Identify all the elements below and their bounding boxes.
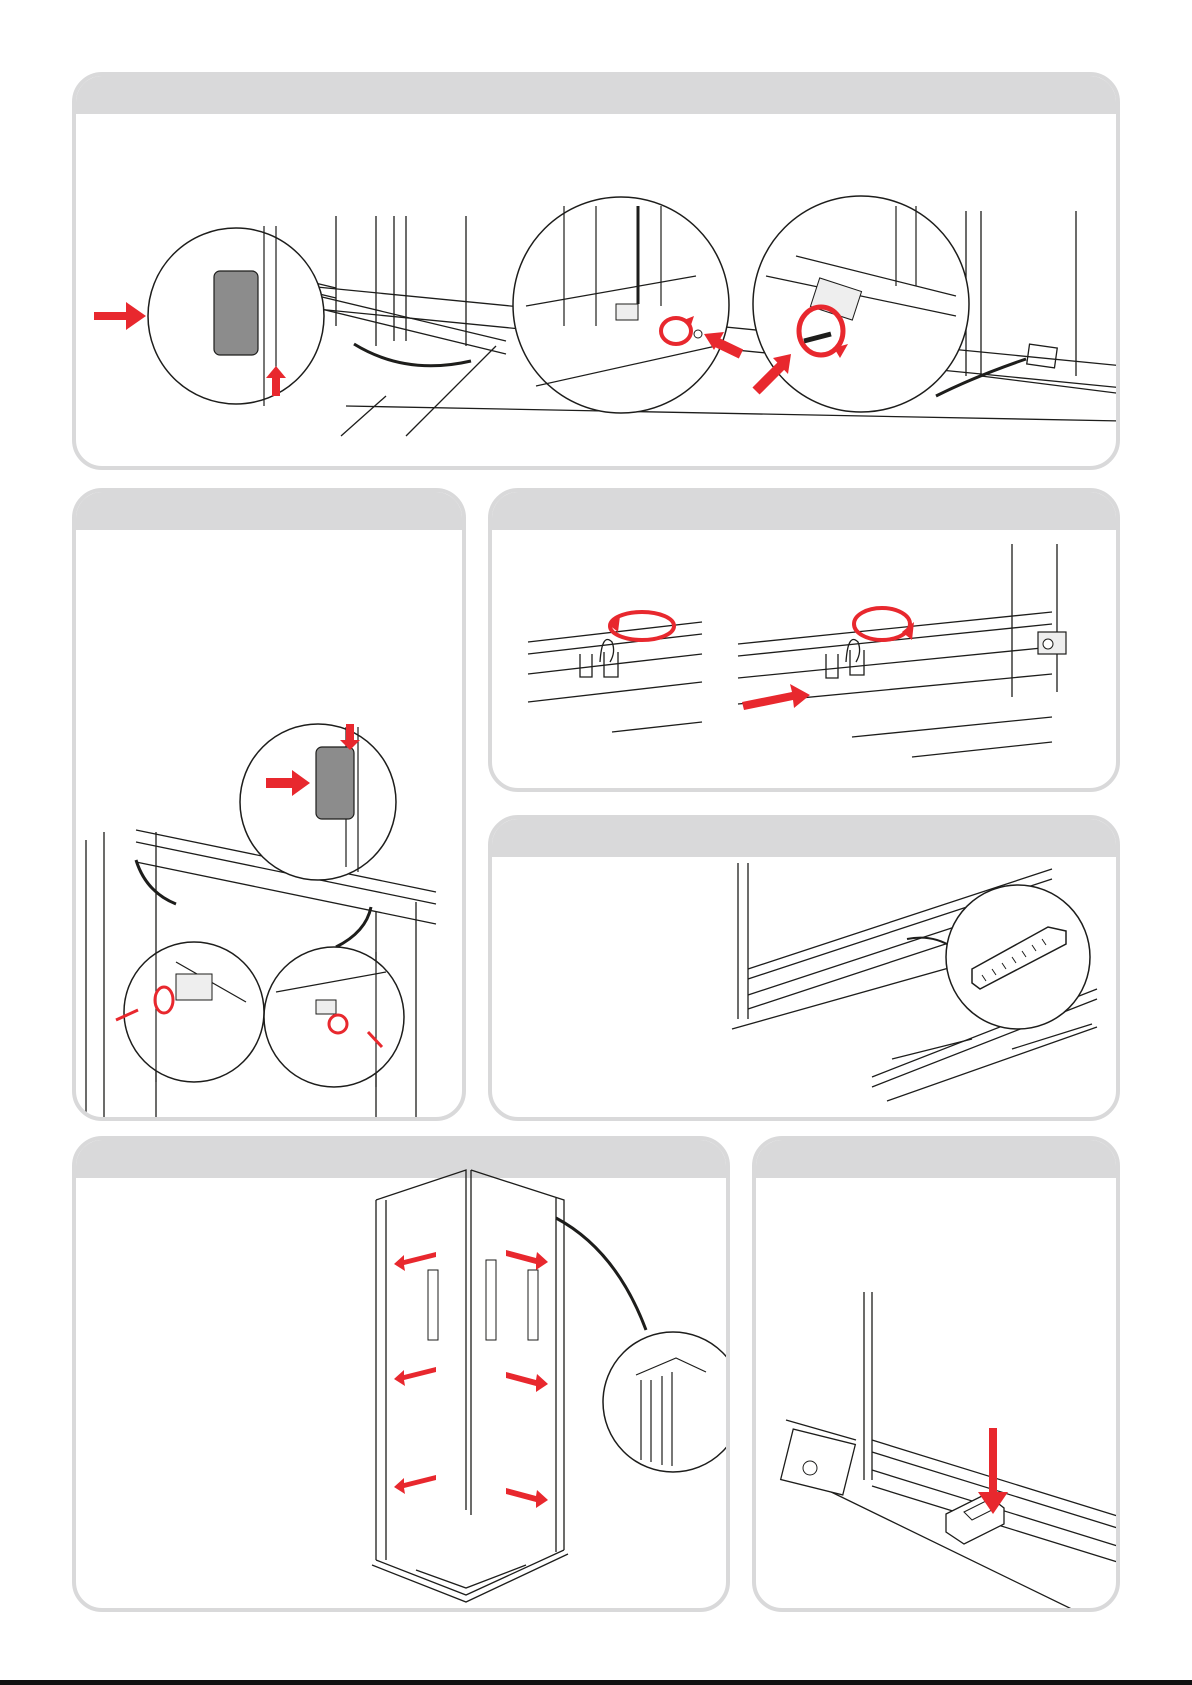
page-bottom-rule (0, 1680, 1192, 1685)
lower-guide-illustration (76, 76, 1120, 470)
magnifier-callout-icon (94, 226, 324, 406)
upper-corner-illustration (76, 492, 466, 1121)
panel-rotate-clips (488, 488, 1120, 792)
magnifier-callout-icon (264, 947, 404, 1087)
rotate-arrow-icon (854, 608, 914, 640)
magnifier-callout-icon (513, 197, 741, 413)
push-arrow-icon (742, 684, 810, 710)
stopper-illustration (756, 1140, 1120, 1612)
magnifier-callout-icon (116, 942, 264, 1082)
magnifier-callout-icon (240, 724, 396, 880)
magnifier-callout-icon (603, 1332, 730, 1472)
panel-press-frames-out (72, 1136, 730, 1612)
magnifier-callout-icon (753, 196, 969, 412)
wedge-illustration (492, 819, 1120, 1121)
panel-insert-stopper (752, 1136, 1120, 1612)
panel-fix-lower-guides (72, 72, 1120, 470)
magnifier-callout-icon (946, 885, 1090, 1029)
panel-level-wedge (488, 815, 1120, 1121)
shower-enclosure-icon (76, 1140, 730, 1612)
panel-corner-guide-upper (72, 488, 466, 1121)
clip-rotation-illustration (492, 492, 1120, 792)
